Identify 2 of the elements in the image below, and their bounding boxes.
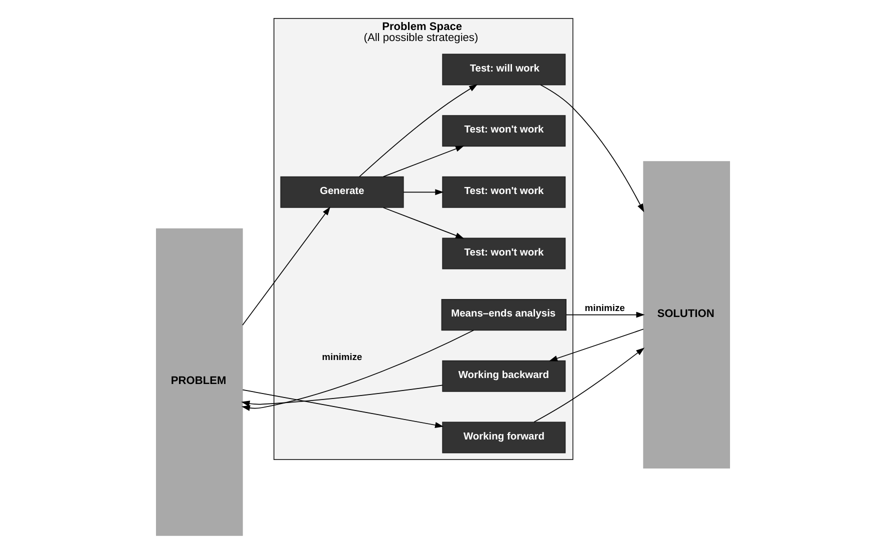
edge-label: minimize xyxy=(584,303,624,314)
edge-label: minimize xyxy=(322,352,362,362)
